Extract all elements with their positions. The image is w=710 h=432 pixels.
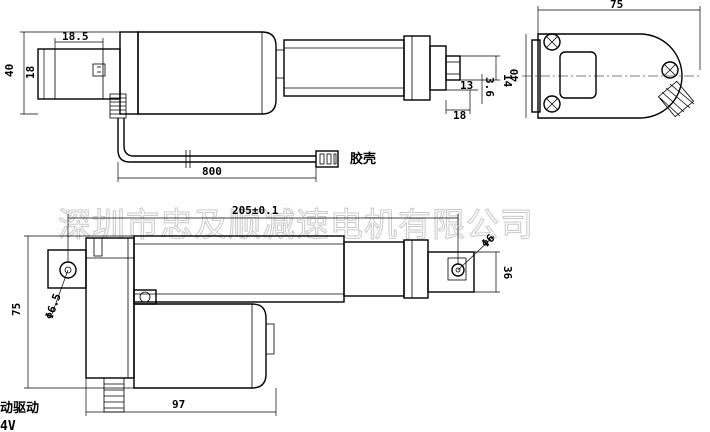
- dim-75-top: 75: [610, 0, 623, 11]
- connector-label: 胶壳: [350, 151, 376, 167]
- dim-75-vertical: 75: [10, 303, 23, 316]
- dim-3-6: 3.6: [483, 77, 496, 97]
- drive-label: 动驱动: [0, 401, 39, 416]
- dim-phi-6-5: Φ6.5: [43, 292, 64, 321]
- side-view-actuator: [522, 33, 700, 119]
- watermark-text: 深圳市忠及顺减速电机有限公司: [58, 205, 534, 244]
- dim-97: 97: [172, 398, 185, 411]
- dim-800: 800: [202, 165, 222, 178]
- dim-40-side: 40: [508, 69, 521, 82]
- dim-13: 13: [460, 79, 473, 92]
- dim-40-left: 40: [3, 64, 16, 77]
- dim-14: 14: [501, 74, 514, 88]
- dim-18-5: 18.5: [62, 30, 89, 43]
- voltage-label: 4V: [0, 419, 16, 432]
- dim-205: 205±0.1: [232, 204, 279, 217]
- bottom-view-actuator: [47, 235, 475, 413]
- dim-18-left: 18: [24, 66, 37, 79]
- top-view-actuator: [37, 31, 461, 168]
- top-view-dimensions: 18.5 40 18 800 胶壳 14 13 3.6 18: [3, 30, 514, 182]
- dim-18-bottom: 18: [453, 109, 466, 122]
- side-view-dimensions: 75 40: [508, 0, 701, 118]
- dim-36: 36: [501, 266, 514, 280]
